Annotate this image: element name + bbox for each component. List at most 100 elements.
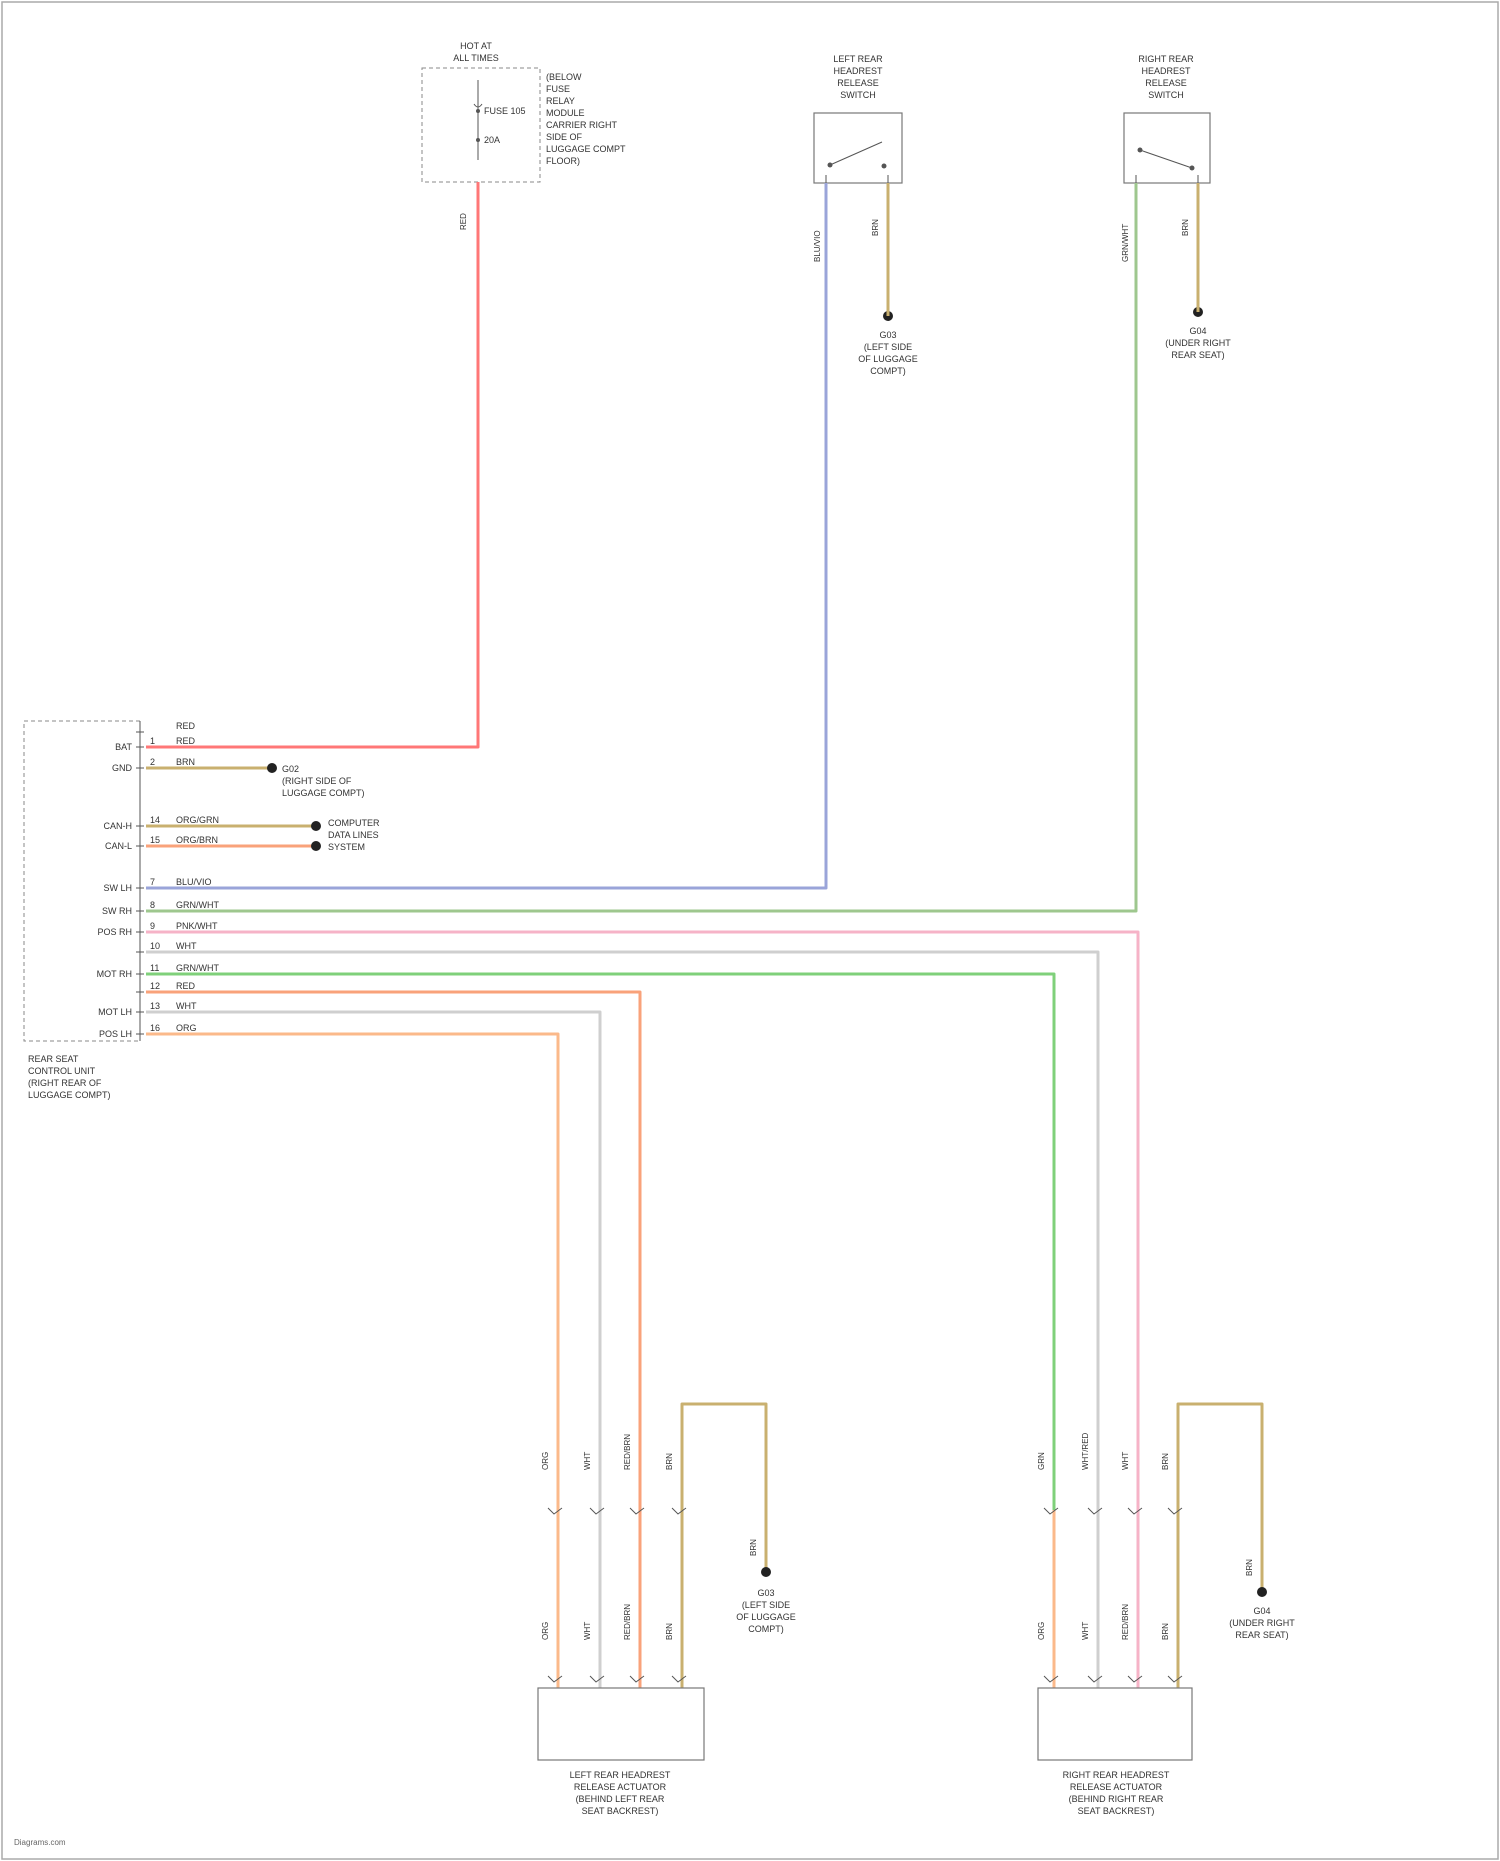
module-pin-number: 1: [150, 736, 155, 746]
module-pin-wire-color: WHT: [176, 941, 197, 951]
ground-label-line: G04: [1189, 326, 1206, 336]
upper-wire-label: ORG: [541, 1452, 550, 1470]
lower-wire-label: RED/BRN: [623, 1604, 632, 1640]
switch-name-line: RIGHT REAR: [1138, 54, 1194, 64]
module-pin-wire-color: WHT: [176, 1001, 197, 1011]
upper-wire-label: GRN: [1037, 1452, 1046, 1470]
fuse-block-description: (BELOW FUSE RELAY MODULE CARRIER RIGHT S…: [546, 72, 626, 166]
module-pin-function: POS LH: [99, 1029, 132, 1039]
module-pin-wire-color: RED: [176, 736, 196, 746]
connector-mark: [1044, 1508, 1182, 1514]
module-pin-number: 11: [150, 963, 159, 973]
module-pin-number: 16: [150, 1023, 160, 1033]
right-switch-signal-wire: [146, 183, 1136, 911]
fuse-desc-line: MODULE: [546, 108, 585, 118]
fuse-block-title-line2: ALL TIMES: [453, 53, 499, 63]
mot-lh-wire: [146, 1012, 600, 1688]
fuse-terminal: [476, 109, 480, 113]
fuse-terminal-lower: [476, 138, 480, 142]
actuator-name-line: SEAT BACKREST): [582, 1806, 659, 1816]
module-name-line: LUGGAGE COMPT): [28, 1090, 111, 1100]
module-pin-number: 12: [150, 981, 160, 991]
left-rear-headrest-release-switch[interactable]: LEFT REAR HEADREST RELEASE SWITCH BLU/VI…: [813, 54, 918, 376]
module-pin-function: MOT RH: [97, 969, 132, 979]
fuse-desc-line: RELAY: [546, 96, 575, 106]
module-pin-number: 8: [150, 900, 155, 910]
module-pin-wire-color: GRN/WHT: [176, 963, 219, 973]
module-pin-wire-color: RED: [176, 721, 196, 731]
switch-body: [814, 113, 902, 183]
lower-wire-label: WHT: [583, 1622, 592, 1640]
fuse-block-outline: [422, 68, 540, 182]
switch-name-line: RELEASE: [1145, 78, 1187, 88]
ground-label-line: (UNDER RIGHT: [1165, 338, 1231, 348]
left-actuator-connector-pins: [548, 1508, 686, 1682]
module-pin-wire-color: ORG/BRN: [176, 835, 218, 845]
actuator-body: [538, 1688, 704, 1760]
module-pin-number: 10: [150, 941, 160, 951]
switch-contact: [826, 142, 888, 185]
module-pin-wire-color: RED: [176, 981, 196, 991]
module-pin-function: GND: [112, 763, 133, 773]
connector-mark: [548, 1508, 686, 1514]
module-pin-function: SW LH: [103, 883, 132, 893]
switch-pivot: [828, 163, 833, 168]
white-wire-10: [146, 952, 1098, 1688]
right-rear-headrest-release-switch[interactable]: RIGHT REAR HEADREST RELEASE SWITCH GRN/W…: [1121, 54, 1231, 360]
left-rear-headrest-release-actuator[interactable]: BRN G03 (LEFT SIDE OF LUGGAGE COMPT) ORG…: [538, 1404, 796, 1816]
fuse-block-title-line1: HOT AT: [460, 41, 492, 51]
module-name-line: (RIGHT REAR OF: [28, 1078, 102, 1088]
actuator-ground-wire-label: BRN: [749, 1539, 758, 1556]
fuse-desc-line: (BELOW: [546, 72, 582, 82]
module-pin-number: 9: [150, 921, 155, 931]
lower-wire-label: ORG: [541, 1622, 550, 1640]
ground-point-g02: [267, 763, 277, 773]
red-feed-wire: [146, 182, 478, 747]
module-pin-function: SW RH: [102, 906, 132, 916]
right-actuator-connector-pins: [1044, 1508, 1182, 1682]
switch-name-line: HEADREST: [833, 66, 883, 76]
ground-label-line: OF LUGGAGE: [858, 354, 918, 364]
footer-credit: Diagrams.com: [14, 1838, 66, 1847]
actuator-name-line: LEFT REAR HEADREST: [570, 1770, 671, 1780]
actuator-ground-label-line: G04: [1253, 1606, 1270, 1616]
actuator-name-line: SEAT BACKREST): [1078, 1806, 1155, 1816]
actuator-name-line: (BEHIND RIGHT REAR: [1069, 1794, 1164, 1804]
red-wire-12: [146, 992, 640, 1688]
module-pin-wire-color: BLU/VIO: [176, 877, 212, 887]
switch-signal-wire-label: GRN/WHT: [1121, 224, 1130, 262]
switch-signal-wire-label: BLU/VIO: [813, 230, 822, 262]
ground-label-line: (LEFT SIDE: [864, 342, 912, 352]
right-rear-headrest-release-actuator[interactable]: BRN G04 (UNDER RIGHT REAR SEAT) GRN WHT/…: [1037, 1404, 1295, 1816]
module-ground-label-line: (RIGHT SIDE OF: [282, 776, 352, 786]
fuse-symbol: [474, 80, 482, 160]
actuator-ground-label-line: (LEFT SIDE: [742, 1600, 790, 1610]
pos-rh-wire: [146, 932, 1138, 1688]
can-label-line: DATA LINES: [328, 830, 379, 840]
ground-label-line: COMPT): [870, 366, 906, 376]
fuse-desc-line: LUGGAGE COMPT: [546, 144, 626, 154]
right-actuator-ground-wire: [1178, 1404, 1262, 1688]
lower-wire-label: RED/BRN: [1121, 1604, 1130, 1640]
actuator-ground-label-line: REAR SEAT): [1235, 1630, 1288, 1640]
switch-pivot: [1138, 148, 1143, 153]
module-pin-wire-color: ORG/GRN: [176, 815, 219, 825]
module-pin-number: 15: [150, 835, 160, 845]
module-name-line: REAR SEAT: [28, 1054, 79, 1064]
switch-name-line: RELEASE: [837, 78, 879, 88]
module-pin-function: BAT: [115, 742, 132, 752]
switch-contact-point: [1190, 166, 1195, 171]
module-pin-function: POS RH: [97, 927, 132, 937]
switch-body: [1124, 113, 1210, 183]
switch-ground-wire-label: BRN: [871, 219, 880, 236]
actuator-name-line: RELEASE ACTUATOR: [1070, 1782, 1163, 1792]
switch-name-line: HEADREST: [1141, 66, 1191, 76]
fuse-desc-line: FLOOR): [546, 156, 580, 166]
ground-label-line: REAR SEAT): [1171, 350, 1224, 360]
ground-point-g04-bottom: [1257, 1587, 1267, 1597]
lower-wire-label: BRN: [665, 1623, 674, 1640]
upper-wire-label: WHT/RED: [1081, 1432, 1090, 1470]
actuator-ground-label-line: COMPT): [748, 1624, 784, 1634]
can-l-splice: [311, 841, 321, 851]
